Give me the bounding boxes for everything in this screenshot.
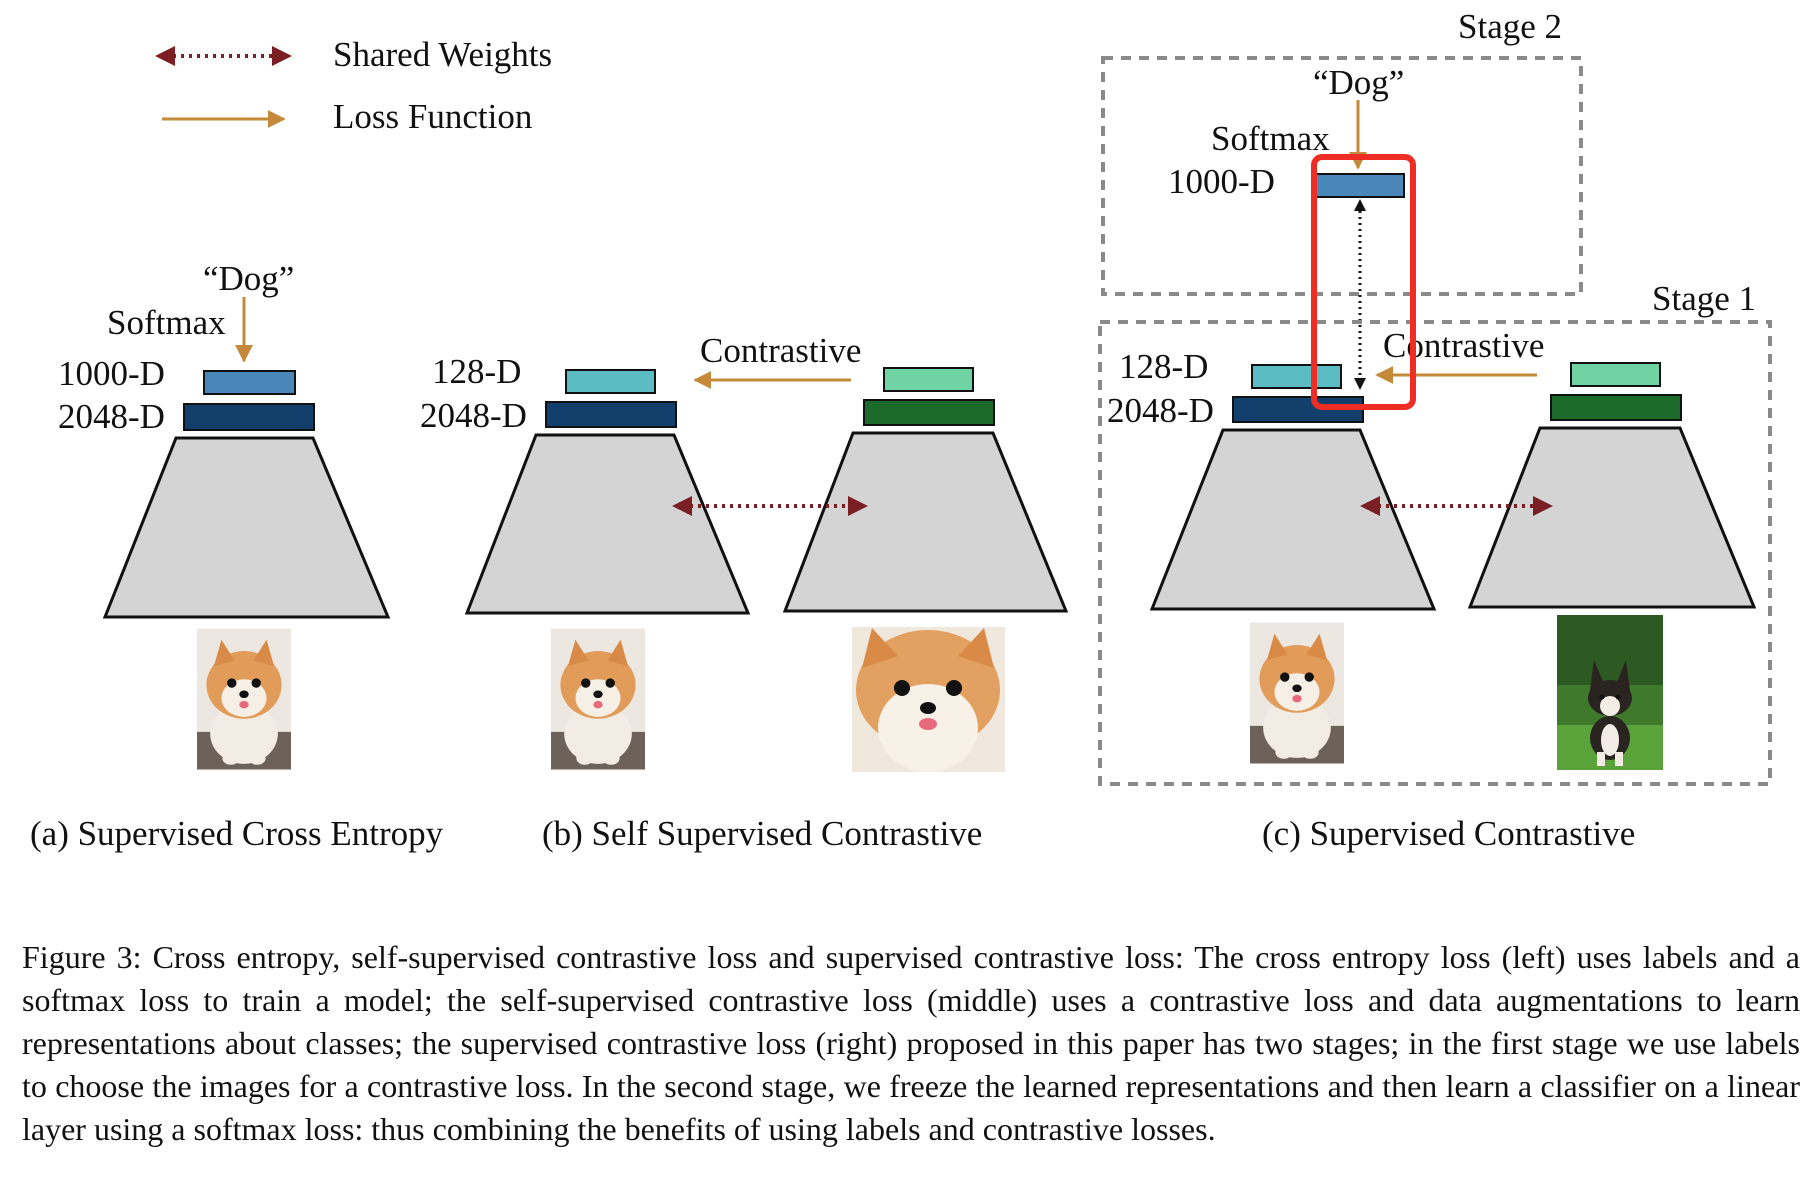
- contrastive-loss-diagram: Shared Weights Loss Function “Dog” Softm…: [30, 7, 1772, 853]
- panel-c-softmax-label: Softmax: [1211, 119, 1330, 158]
- panel-c-dog-label: “Dog”: [1313, 63, 1404, 102]
- panel-a-softmax-label: Softmax: [107, 303, 226, 342]
- panel-a-caption: (a) Supervised Cross Entropy: [30, 814, 444, 853]
- panel-b-dog-image: [551, 628, 645, 770]
- panel-c-right-projection: [1570, 362, 1661, 387]
- panel-b-right-encoder: [782, 431, 1069, 613]
- stage-1-label: Stage 1: [1652, 279, 1756, 318]
- legend-loss-function: Loss Function: [333, 97, 532, 136]
- panel-b-top-dim: 128-D: [432, 352, 521, 391]
- panel-b-right-projection: [883, 367, 974, 392]
- panel-a-encoder: [102, 436, 391, 619]
- legend-shared-weights: Shared Weights: [333, 35, 552, 74]
- panel-b-right-embedding: [863, 399, 995, 426]
- panel-c-right-encoder: [1467, 426, 1757, 609]
- panel-a-dog-image: [197, 628, 291, 770]
- panel-b-bottom-dim: 2048-D: [420, 396, 527, 435]
- panel-c-softmax-dim: 1000-D: [1168, 162, 1275, 201]
- panel-c: Stage 2 “Dog” Softmax 1000-D Stage 1 Con…: [1098, 7, 1772, 853]
- panel-a-softmax-layer: [203, 370, 296, 395]
- panel-c-caption: (c) Supervised Contrastive: [1262, 814, 1635, 853]
- panel-c-softmax-layer: [1313, 173, 1405, 198]
- panel-c-contrastive-label: Contrastive: [1383, 326, 1544, 365]
- panel-c-left-encoder: [1149, 428, 1437, 611]
- panel-b: Contrastive 128-D 2048-D (b) Self Superv…: [420, 331, 1069, 853]
- highlight-box: [1311, 154, 1416, 410]
- stage-2-label: Stage 2: [1458, 7, 1562, 46]
- panel-c-left-projection: [1251, 364, 1342, 389]
- panel-c-dog-image: [1250, 622, 1344, 764]
- panel-a-embedding-layer: [183, 403, 315, 431]
- panel-b-left-projection: [565, 369, 656, 394]
- panel-c-bottom-dim: 2048-D: [1107, 391, 1214, 430]
- panel-b-contrastive-label: Contrastive: [700, 331, 861, 370]
- panel-b-left-embedding: [545, 401, 677, 428]
- panel-a-dog-label: “Dog”: [203, 259, 294, 298]
- legend: Shared Weights Loss Function: [155, 35, 552, 136]
- panel-b-dog-closeup-image: [852, 627, 1005, 772]
- stage-1-box: [1098, 320, 1772, 786]
- panel-b-caption: (b) Self Supervised Contrastive: [542, 814, 982, 853]
- stage-2-box: [1101, 56, 1583, 296]
- figure-caption: Figure 3: Cross entropy, self-supervised…: [22, 939, 1800, 1147]
- panel-a-top-dim: 1000-D: [58, 354, 165, 393]
- panel-c-top-dim: 128-D: [1119, 347, 1208, 386]
- panel-b-left-encoder: [464, 433, 751, 615]
- panel-c-right-embedding: [1550, 394, 1682, 421]
- panel-c-corgi-image: [1557, 615, 1663, 770]
- panel-a: “Dog” Softmax 1000-D 2048-D (a) Supervis…: [30, 259, 444, 853]
- panel-a-bottom-dim: 2048-D: [58, 397, 165, 436]
